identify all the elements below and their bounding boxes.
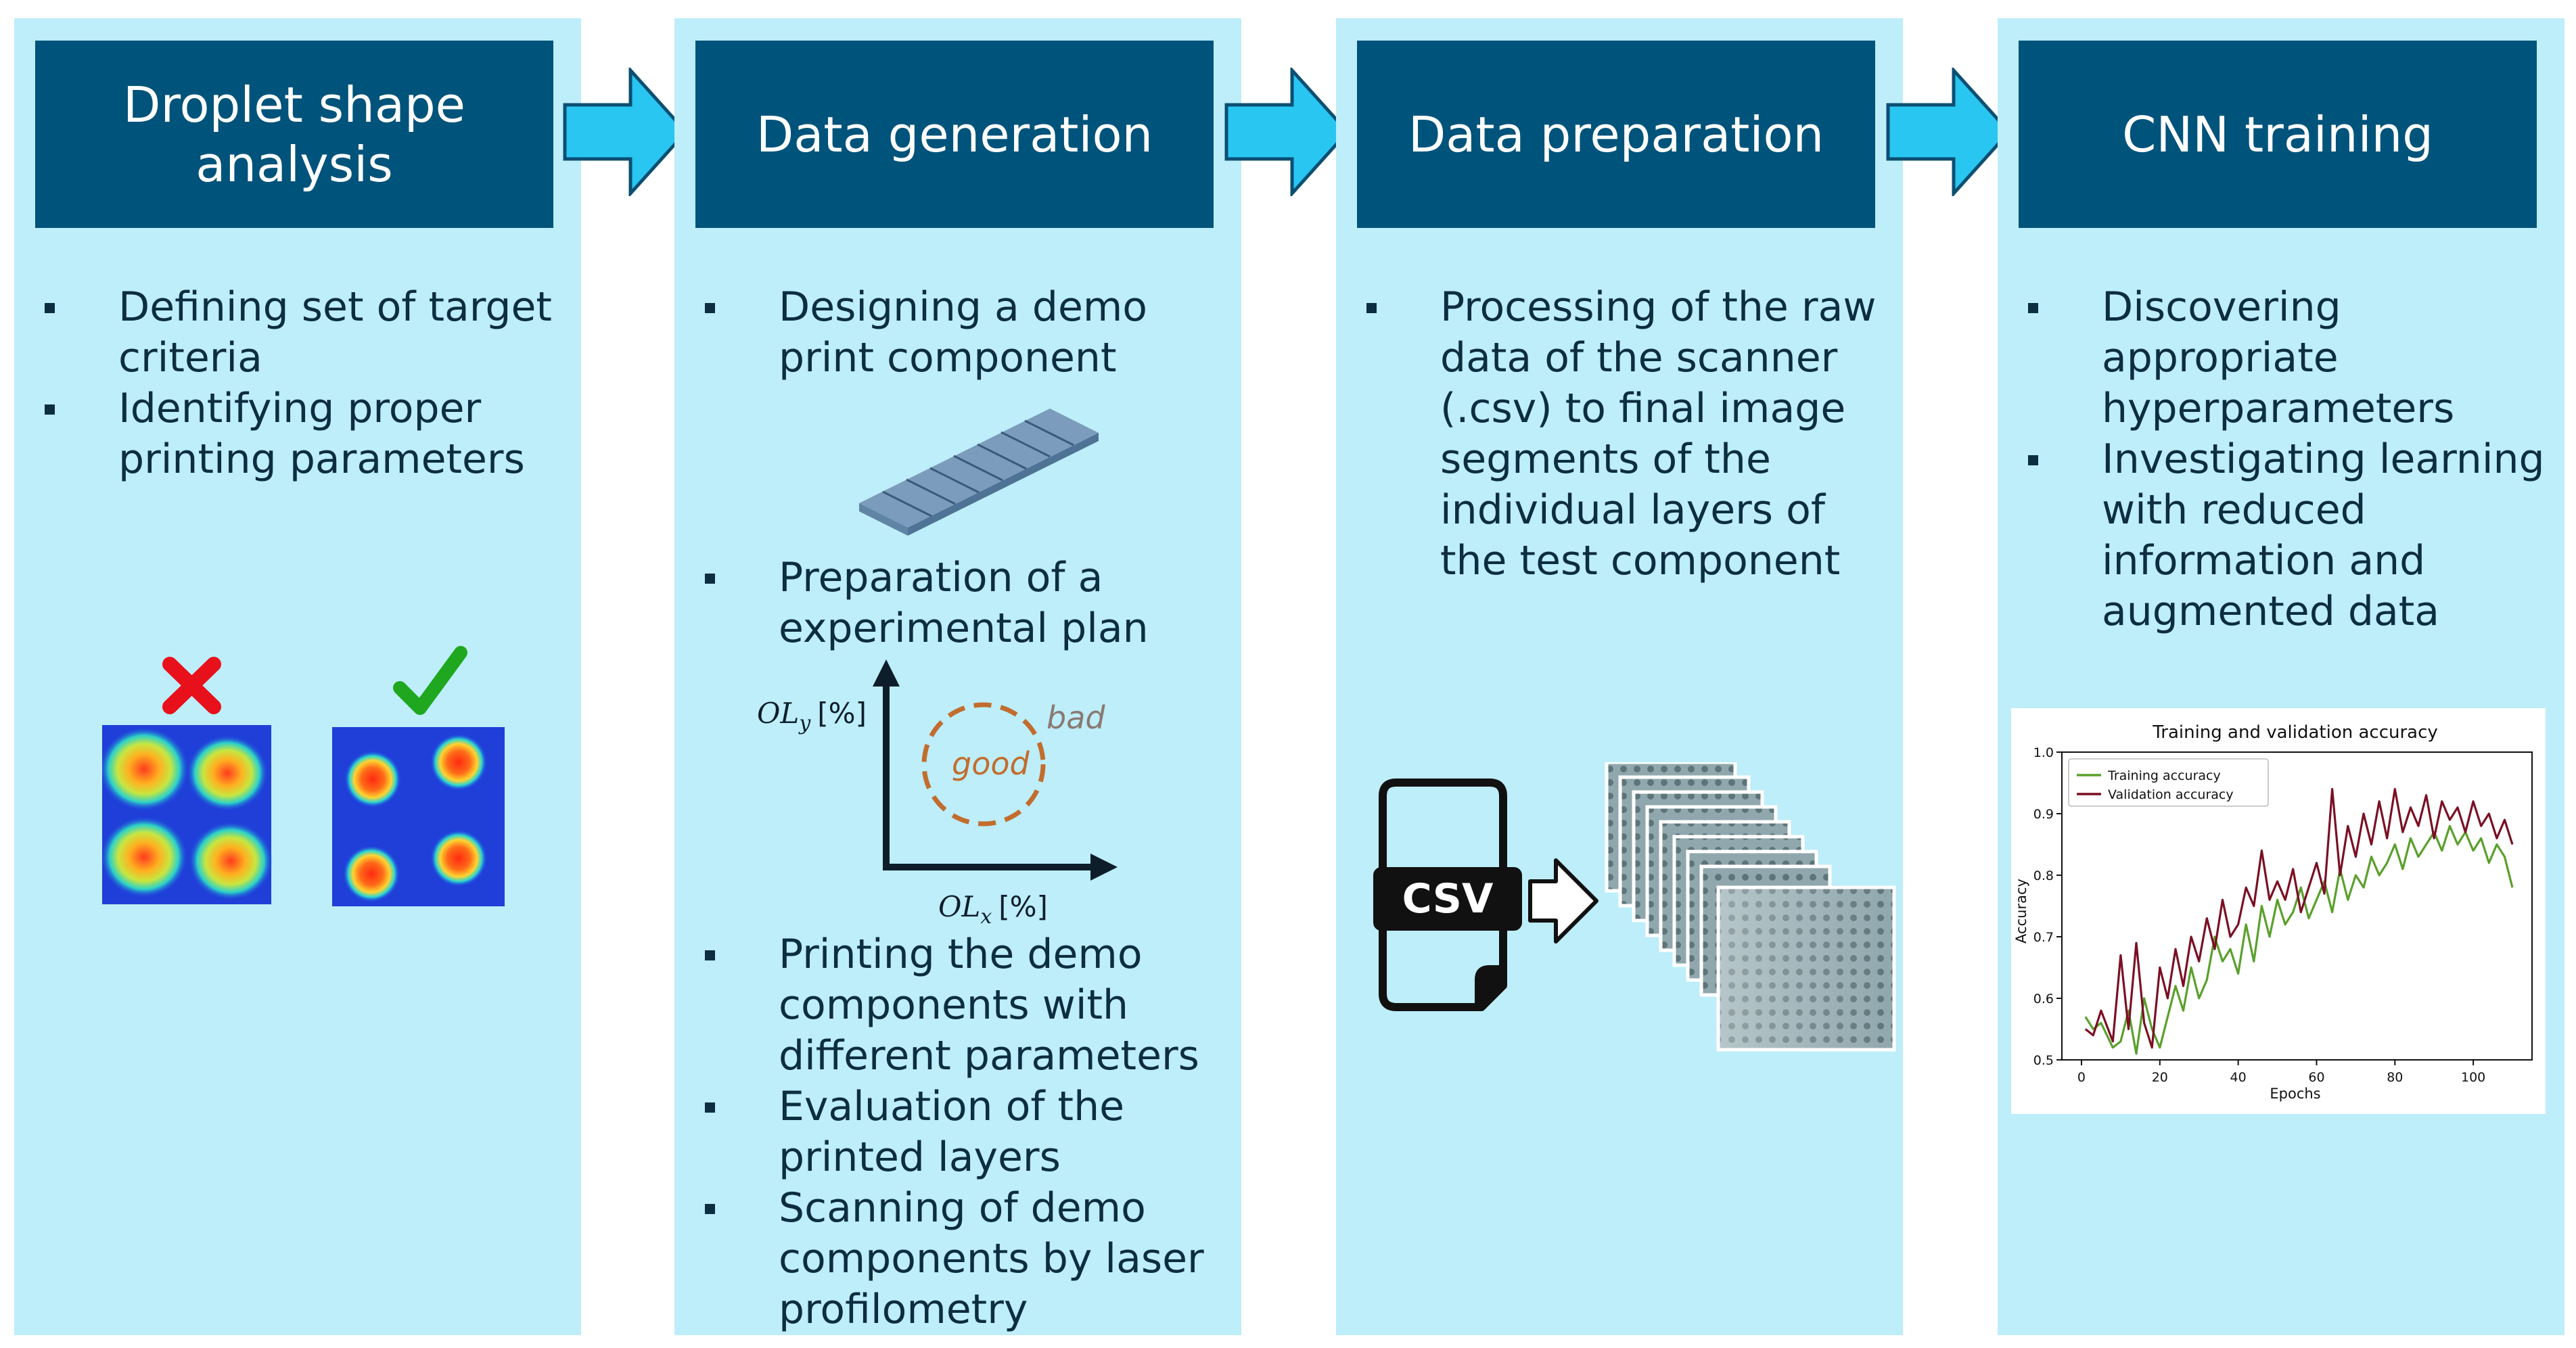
bullet-item: Preparation of a experimental plan bbox=[674, 553, 1241, 654]
panel-data-generation: Data generation Designing a demo print c… bbox=[674, 18, 1241, 1335]
bullet-item: Scanning of demo components by laser pro… bbox=[674, 1183, 1241, 1335]
plan-x-axis-arrowhead bbox=[1090, 854, 1118, 881]
conversion-arrow-icon bbox=[1528, 858, 1598, 944]
y-axis-label: Accuracy bbox=[2013, 879, 2029, 944]
bullet-item: Designing a demo print component bbox=[674, 282, 1241, 384]
flow-arrow-icon bbox=[563, 68, 689, 196]
y-tick-label: 0.6 bbox=[2033, 992, 2054, 1006]
x-tick-label: 100 bbox=[2461, 1070, 2485, 1085]
bullet-list-data-generation-bottom: Printing the demo components with differ… bbox=[674, 929, 1241, 1335]
legend-box bbox=[2068, 758, 2269, 807]
flow-arrow-icon bbox=[1224, 68, 1350, 196]
flow-arrow-icon bbox=[1886, 68, 2012, 196]
chart-frame bbox=[2061, 751, 2533, 1061]
panel-droplet-shape-analysis: Droplet shape analysis Defining set of t… bbox=[14, 18, 581, 1335]
demo-print-component-image bbox=[859, 409, 1099, 536]
plan-x-axis-label: OLx[%] bbox=[938, 890, 1048, 929]
y-tick-label: 0.8 bbox=[2033, 868, 2054, 883]
x-tick-label: 80 bbox=[2387, 1070, 2403, 1085]
bullet-item: Discovering appropriate hyperparameters bbox=[1998, 282, 2564, 434]
image-segment-stack bbox=[1605, 762, 1896, 1052]
training-accuracy-line bbox=[2084, 824, 2514, 1055]
bullet-item: Defining set of target criteria bbox=[14, 282, 581, 384]
cross-icon bbox=[162, 657, 221, 714]
step-title-droplet-shape-analysis: Droplet shape analysis bbox=[35, 41, 553, 228]
droplet-comparison-images bbox=[102, 646, 505, 906]
bullet-item: Printing the demo components with differ… bbox=[674, 929, 1241, 1082]
good-label: good bbox=[952, 745, 1030, 782]
plan-y-axis-arrowhead bbox=[873, 659, 900, 687]
step-title-cnn-training: CNN training bbox=[2019, 41, 2537, 228]
y-tick-label: 0.9 bbox=[2033, 807, 2054, 822]
bullet-item: Identifying proper printing parameters bbox=[14, 384, 581, 485]
training-validation-accuracy-chart: Training and validation accuracy 0.50.60… bbox=[2011, 708, 2546, 1114]
x-tick-label: 40 bbox=[2230, 1070, 2247, 1085]
legend-label: Validation accuracy bbox=[2108, 787, 2234, 802]
bullet-list-cnn-training: Discovering appropriate hyperparameters … bbox=[1998, 282, 2564, 637]
y-tick-label: 0.7 bbox=[2033, 930, 2054, 945]
validation-accuracy-line bbox=[2084, 787, 2514, 1049]
bad-droplet-image bbox=[102, 725, 273, 904]
csv-file-label: CSV bbox=[1402, 875, 1494, 923]
step-title-data-generation: Data generation bbox=[695, 41, 1214, 228]
legend-label: Training accuracy bbox=[2107, 768, 2221, 783]
chart-plot-area: 0.5 0.6 0.7 0.8 0.9 1.0 0 20 40 60 80 100 Training a… bbox=[2033, 745, 2533, 1085]
step-title-data-preparation: Data preparation bbox=[1357, 41, 1875, 228]
panel-cnn-training: CNN training Discovering appropriate hyp… bbox=[1998, 18, 2564, 1335]
panel-data-preparation: Data preparation Processing of the raw d… bbox=[1336, 18, 1903, 1335]
x-tick-label: 20 bbox=[2152, 1070, 2168, 1085]
checkmark-icon bbox=[393, 646, 467, 715]
bullet-list-droplet: Defining set of target criteria Identify… bbox=[14, 282, 581, 485]
y-tick-label: 0.5 bbox=[2033, 1053, 2054, 1068]
bullet-list-data-generation-top: Designing a demo print component bbox=[674, 282, 1241, 384]
bullet-list-data-generation-mid: Preparation of a experimental plan bbox=[674, 553, 1241, 654]
bullet-item: Evaluation of the printed layers bbox=[674, 1082, 1241, 1183]
bullet-list-data-preparation: Processing of the raw data of the scanne… bbox=[1336, 282, 1903, 586]
good-region-circle bbox=[921, 702, 1046, 827]
chart-title: Training and validation accuracy bbox=[2152, 722, 2438, 743]
good-droplet-image bbox=[332, 727, 505, 906]
csv-file-icon: CSV bbox=[1373, 778, 1522, 1011]
y-tick-label: 1.0 bbox=[2033, 745, 2054, 760]
bad-label: bad bbox=[1046, 699, 1105, 736]
experimental-plan-plot: good bad OLy[%] OLx[%] bbox=[757, 659, 1118, 929]
x-tick-label: 60 bbox=[2308, 1070, 2324, 1085]
bullet-item: Processing of the raw data of the scanne… bbox=[1336, 282, 1903, 586]
x-tick-label: 0 bbox=[2077, 1070, 2086, 1085]
x-axis-label: Epochs bbox=[2270, 1086, 2320, 1102]
csv-to-image-segments: CSV bbox=[1373, 762, 1896, 1052]
plan-y-axis-label: OLy[%] bbox=[757, 697, 867, 735]
bullet-item: Investigating learning with reduced info… bbox=[1998, 434, 2564, 637]
